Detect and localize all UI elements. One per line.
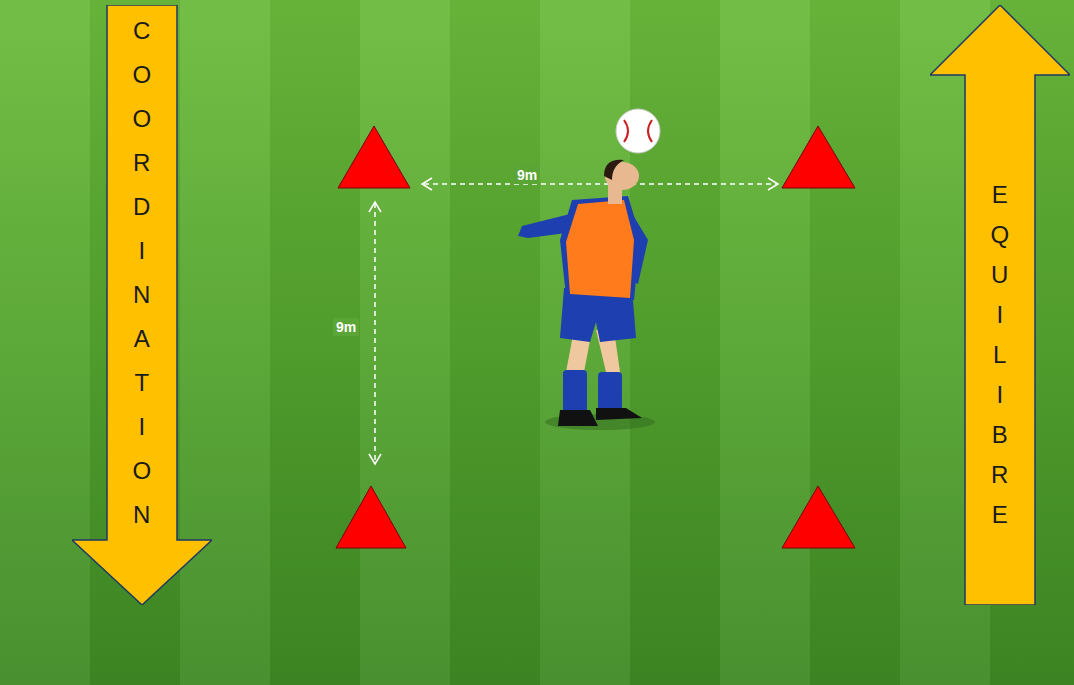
- arrow-outline: [930, 5, 1070, 605]
- dimension-lines: [369, 178, 778, 464]
- arrow-band: COORDINATION: [72, 5, 212, 605]
- arrow-outline: [72, 5, 212, 605]
- cone: [336, 486, 406, 548]
- player-figure: [518, 109, 660, 430]
- cone: [338, 126, 410, 188]
- cone: [782, 486, 855, 548]
- vertical-word: EQUILIBRE: [983, 175, 1017, 535]
- vertical-word: COORDINATION: [125, 9, 159, 537]
- arrow-band: EQUILIBRE: [930, 5, 1070, 605]
- dimension-label: 9m: [514, 166, 540, 184]
- dimension-label: 9m: [333, 318, 359, 336]
- cone: [782, 126, 855, 188]
